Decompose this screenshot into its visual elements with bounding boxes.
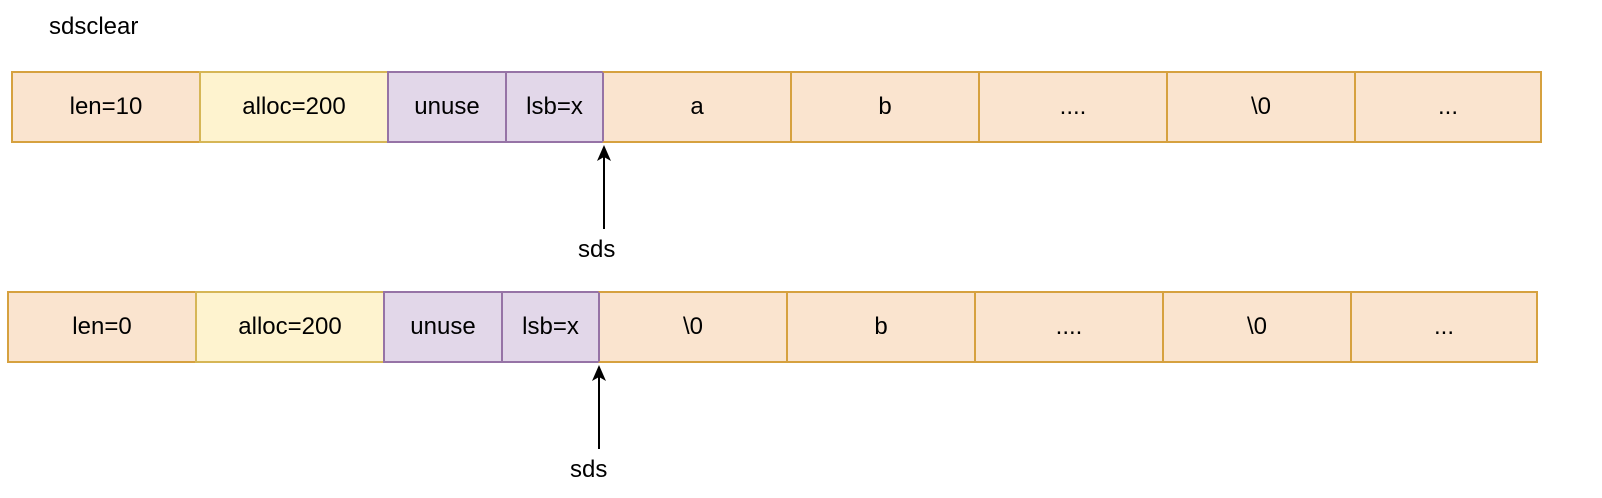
alloc-field: alloc=200	[199, 71, 387, 143]
buffer-cell: ...	[1354, 71, 1542, 143]
sds-pointer-arrow	[597, 145, 611, 229]
sds-pointer-label: sds	[570, 456, 608, 483]
buffer-cell: b	[786, 291, 974, 363]
buffer-cell: a	[602, 71, 790, 143]
diagram-title: sdsclear	[49, 13, 139, 40]
buffer-cell: ...	[1350, 291, 1538, 363]
flags-field: lsb=x	[501, 291, 598, 363]
sds-memory-layout-before: len=10 alloc=200 unuse lsb=x a b .... \0…	[11, 71, 1542, 143]
sds-pointer-label: sds	[578, 236, 616, 263]
alloc-field: alloc=200	[195, 291, 383, 363]
buffer-cell: b	[790, 71, 978, 143]
sds-pointer-arrow	[592, 365, 606, 449]
len-field: len=10	[11, 71, 199, 143]
unuse-field: unuse	[383, 291, 501, 363]
flags-field: lsb=x	[505, 71, 602, 143]
buffer-cell: \0	[1166, 71, 1354, 143]
buffer-cell: \0	[598, 291, 786, 363]
len-field: len=0	[7, 291, 195, 363]
unuse-field: unuse	[387, 71, 505, 143]
buffer-cell: ....	[974, 291, 1162, 363]
sds-memory-layout-after: len=0 alloc=200 unuse lsb=x \0 b .... \0…	[7, 291, 1538, 363]
buffer-cell: \0	[1162, 291, 1350, 363]
buffer-cell: ....	[978, 71, 1166, 143]
